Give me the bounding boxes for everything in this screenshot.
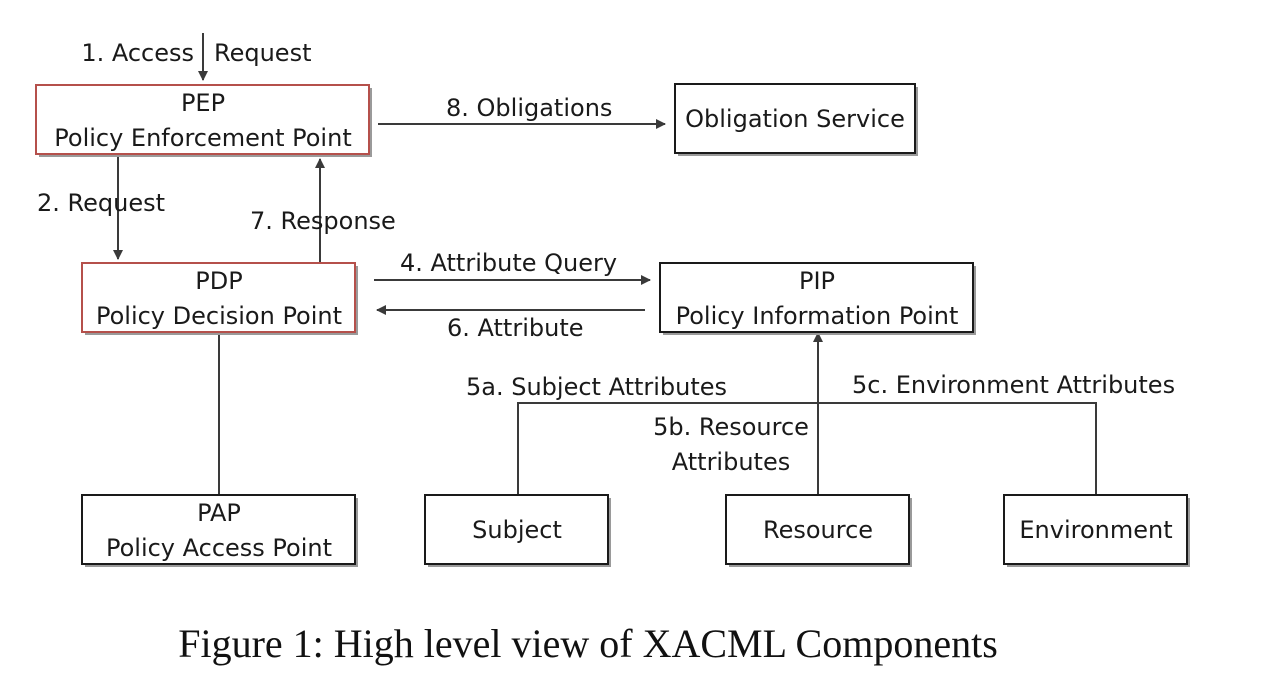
pap-title: PAP bbox=[197, 499, 241, 527]
subject-label: Subject bbox=[472, 516, 562, 544]
response-label: 7. Response bbox=[250, 207, 396, 235]
pip-subtitle: Policy Information Point bbox=[676, 302, 959, 330]
environment-attributes-label: 5c. Environment Attributes bbox=[852, 371, 1175, 399]
pdp-subtitle: Policy Decision Point bbox=[96, 302, 342, 330]
resource-attributes-label-2: Attributes bbox=[672, 448, 790, 476]
obligation-service-label: Obligation Service bbox=[685, 105, 905, 133]
environment-label: Environment bbox=[1019, 516, 1172, 544]
pip-title: PIP bbox=[799, 267, 835, 295]
resource-box: Resource bbox=[725, 494, 912, 567]
figure-caption: Figure 1: High level view of XACML Compo… bbox=[178, 621, 998, 666]
request-label: 2. Request bbox=[37, 189, 165, 217]
pap-subtitle: Policy Access Point bbox=[106, 534, 332, 562]
pdp-box: PDP Policy Decision Point bbox=[81, 262, 358, 335]
resource-label: Resource bbox=[763, 516, 873, 544]
attribute-query-label: 4. Attribute Query bbox=[400, 249, 617, 277]
attributes-bus bbox=[517, 402, 1097, 494]
attribute-label: 6. Attribute bbox=[447, 314, 584, 342]
pep-title: PEP bbox=[181, 89, 225, 117]
pap-box: PAP Policy Access Point bbox=[81, 494, 358, 567]
obligations-label: 8. Obligations bbox=[446, 94, 612, 122]
obligation-service-box: Obligation Service bbox=[674, 83, 918, 156]
pep-box: PEP Policy Enforcement Point bbox=[35, 84, 372, 157]
pip-box: PIP Policy Information Point bbox=[659, 262, 976, 335]
subject-box: Subject bbox=[424, 494, 611, 567]
access-request-label-2: Request bbox=[214, 39, 312, 67]
resource-attributes-label-bg bbox=[650, 410, 810, 478]
pep-subtitle: Policy Enforcement Point bbox=[54, 124, 351, 152]
pdp-title: PDP bbox=[195, 267, 242, 295]
subject-attributes-label: 5a. Subject Attributes bbox=[466, 373, 727, 401]
access-request-label-1: 1. Access bbox=[81, 39, 194, 67]
resource-attributes-label-1: 5b. Resource bbox=[653, 413, 809, 441]
environment-box: Environment bbox=[1003, 494, 1190, 567]
